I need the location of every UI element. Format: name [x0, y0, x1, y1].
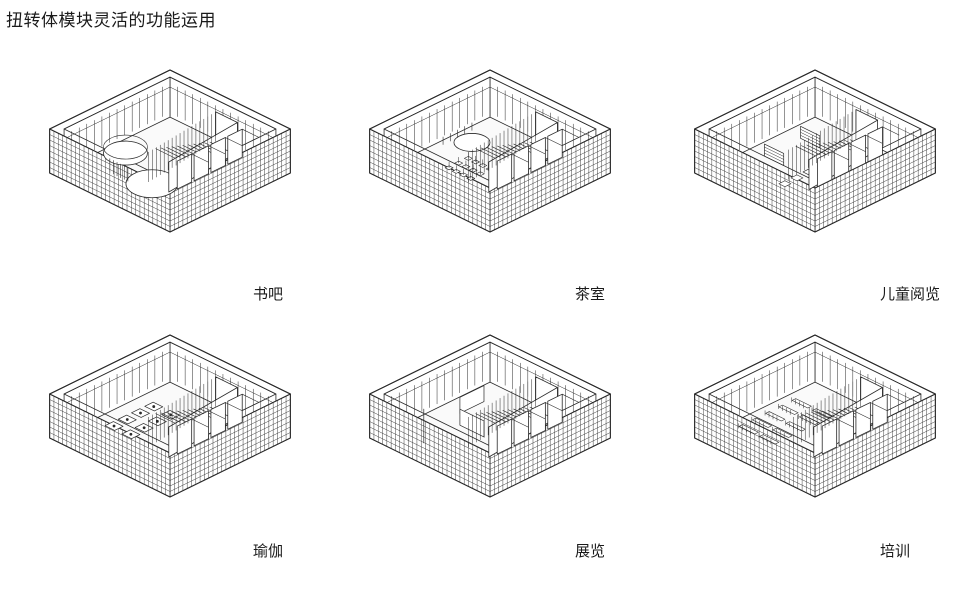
core-cell	[176, 418, 193, 455]
yoga-axonometric-diagram	[49, 334, 291, 498]
yoga-mat-mark	[125, 418, 129, 421]
core-cell	[176, 153, 193, 190]
building-outline	[49, 69, 291, 233]
page-title: 扭转体模块灵活的功能运用	[6, 11, 216, 31]
twisted-core-module	[788, 109, 900, 191]
bookbar-axonometric-diagram	[49, 69, 291, 233]
building-outline	[694, 334, 936, 498]
core-cell	[210, 402, 226, 438]
training-desk-row	[738, 424, 759, 435]
training-furniture	[738, 397, 833, 445]
building-outline	[49, 334, 291, 498]
yoga-mat-mark	[129, 432, 133, 436]
core-cell	[513, 145, 529, 182]
training-desk-row	[785, 421, 806, 432]
core-cell	[496, 153, 513, 190]
core-cell	[850, 134, 866, 171]
building-shell	[694, 69, 936, 233]
training-axonometric-diagram	[694, 334, 936, 498]
kids-axonometric-diagram	[694, 69, 936, 233]
caption-tea: 茶室	[575, 285, 606, 303]
core-cell	[210, 137, 226, 173]
yoga-mat-mark	[152, 405, 156, 408]
caption-exhibit: 展览	[575, 542, 606, 560]
panel-training	[665, 325, 960, 609]
panel-tea	[340, 60, 660, 344]
core-cell	[496, 418, 513, 455]
yoga-mat-mark	[112, 424, 116, 428]
reading-pod	[103, 140, 148, 166]
twisted-core-module	[148, 376, 260, 458]
training-desk-row	[791, 398, 812, 409]
panel-kids	[665, 60, 960, 344]
training-desk-row	[759, 434, 780, 445]
core-cell	[193, 410, 209, 447]
caption-kids: 儿童阅览	[880, 285, 941, 303]
building-outline	[369, 69, 611, 233]
yoga-furniture	[104, 401, 180, 440]
core-cell	[227, 393, 243, 430]
exhibit-panel	[459, 385, 485, 414]
training-desk-row	[752, 417, 772, 428]
reading-pod-rim	[103, 134, 148, 160]
core-cell	[838, 410, 854, 447]
yoga-mat-mark	[155, 419, 159, 423]
caption-yoga: 瑜伽	[253, 542, 284, 560]
twisted-core-module	[148, 111, 260, 193]
tea-seat	[444, 165, 454, 171]
twisted-core-module	[793, 376, 905, 458]
kids-table	[778, 180, 792, 188]
core-cell	[513, 410, 529, 447]
training-desk-row	[765, 411, 786, 422]
twisted-core-module	[468, 376, 580, 458]
building-outline	[369, 334, 611, 498]
tea-table-round	[453, 133, 491, 152]
kids-table	[790, 174, 804, 182]
core-cell	[855, 402, 871, 438]
caption-training: 培训	[880, 542, 911, 560]
twisted-core-module	[468, 111, 580, 193]
training-desk-row	[812, 408, 833, 419]
core-cell	[193, 145, 209, 182]
panel-yoga	[20, 325, 340, 609]
panel-bookbar	[20, 60, 340, 344]
caption-bookbar: 书吧	[253, 285, 284, 303]
tea-seat	[454, 160, 464, 166]
building-shell	[369, 69, 611, 233]
core-cell	[817, 151, 833, 188]
core-cell	[530, 402, 546, 438]
panel-exhibit	[340, 325, 660, 609]
core-cell	[872, 393, 888, 430]
core-cell	[821, 418, 838, 455]
core-cell	[530, 137, 546, 173]
training-desk-row	[772, 427, 793, 438]
bookbar-furniture	[103, 134, 179, 199]
tea-axonometric-diagram	[369, 69, 611, 233]
core-cell	[547, 128, 563, 165]
core-cell	[227, 128, 243, 165]
core-cell	[547, 393, 563, 430]
building-outline	[694, 69, 936, 233]
building-shell	[49, 69, 291, 233]
building-shell	[49, 334, 291, 498]
exhibit-axonometric-diagram	[369, 334, 611, 498]
building-shell	[694, 334, 936, 498]
core-cell	[833, 142, 850, 179]
core-cell	[867, 126, 883, 163]
yoga-mat-mark	[139, 411, 142, 415]
yoga-mat-mark	[142, 426, 146, 430]
training-desk-row	[778, 404, 799, 415]
building-shell	[369, 334, 611, 498]
